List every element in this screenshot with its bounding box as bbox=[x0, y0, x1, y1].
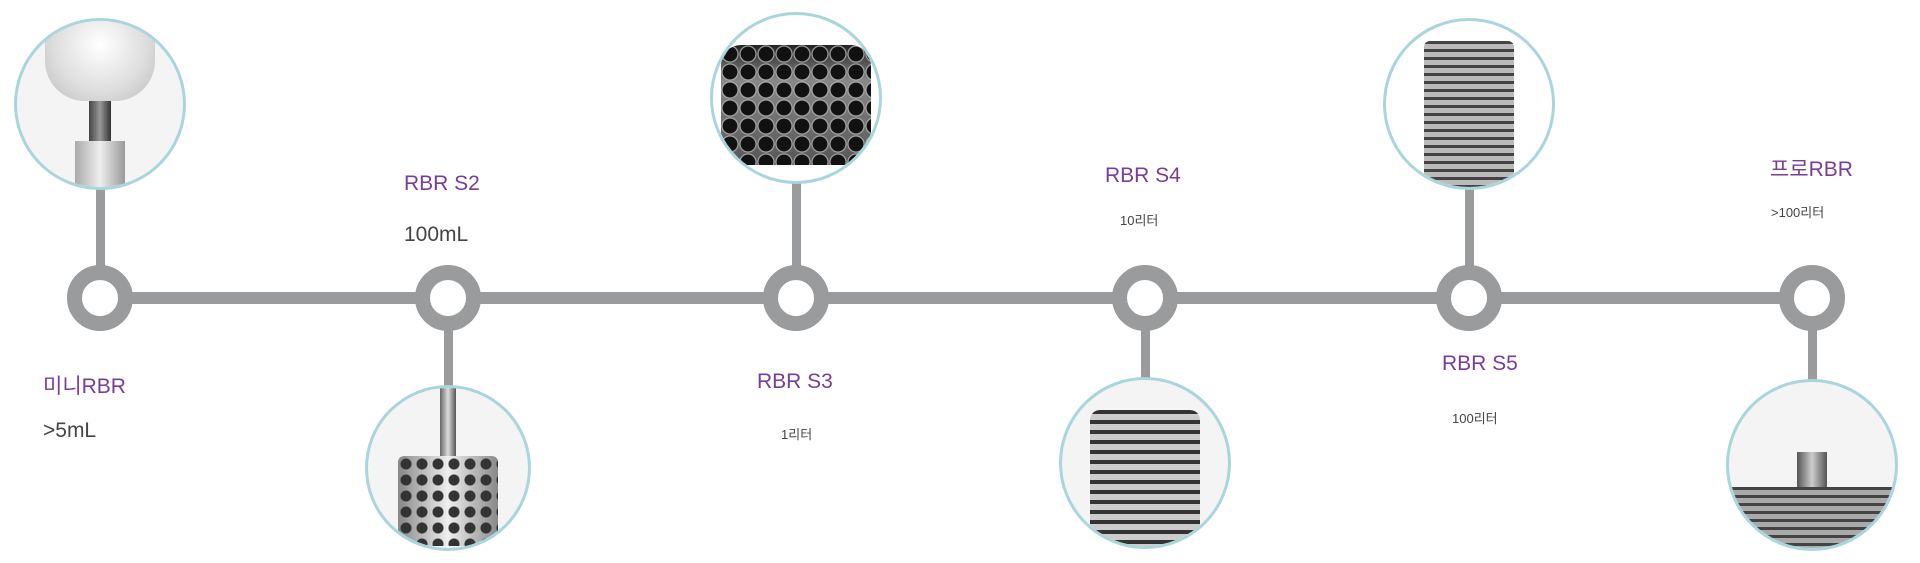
stage-volume-4: 10리터 bbox=[1120, 213, 1159, 228]
mini-rbr-photo bbox=[14, 18, 186, 190]
stem-2 bbox=[444, 298, 453, 388]
timeline-node-4 bbox=[1112, 265, 1178, 331]
stage-volume-2: 100mL bbox=[404, 223, 469, 246]
stage-title-1: 미니RBR bbox=[43, 375, 126, 398]
pro-rbr-photo bbox=[1726, 379, 1898, 551]
rbr-s3-photo bbox=[710, 12, 882, 184]
stage-title-5: RBR S5 bbox=[1442, 352, 1518, 375]
rbr-s2-photo bbox=[365, 385, 531, 551]
stage-title-2: RBR S2 bbox=[404, 172, 480, 195]
rbr-s4-photo bbox=[1059, 377, 1231, 549]
stem-6 bbox=[1808, 298, 1817, 383]
stage-volume-1: >5mL bbox=[43, 419, 97, 442]
timeline-node-3 bbox=[763, 265, 829, 331]
stem-1 bbox=[96, 188, 105, 298]
stem-3 bbox=[792, 182, 801, 298]
stage-volume-5: 100리터 bbox=[1452, 411, 1498, 426]
stage-volume-6: >100리터 bbox=[1771, 205, 1825, 220]
stage-title-3: RBR S3 bbox=[757, 370, 833, 393]
stage-volume-3: 1리터 bbox=[781, 427, 813, 442]
stem-5 bbox=[1465, 188, 1474, 298]
timeline-node-2 bbox=[415, 265, 481, 331]
timeline-line bbox=[100, 292, 1812, 304]
stem-4 bbox=[1141, 298, 1150, 383]
rbr-s5-photo bbox=[1383, 18, 1555, 190]
stage-title-4: RBR S4 bbox=[1105, 164, 1181, 187]
timeline-node-1 bbox=[67, 265, 133, 331]
timeline-node-5 bbox=[1436, 265, 1502, 331]
timeline-node-6 bbox=[1779, 265, 1845, 331]
stage-title-6: 프로RBR bbox=[1770, 158, 1853, 181]
